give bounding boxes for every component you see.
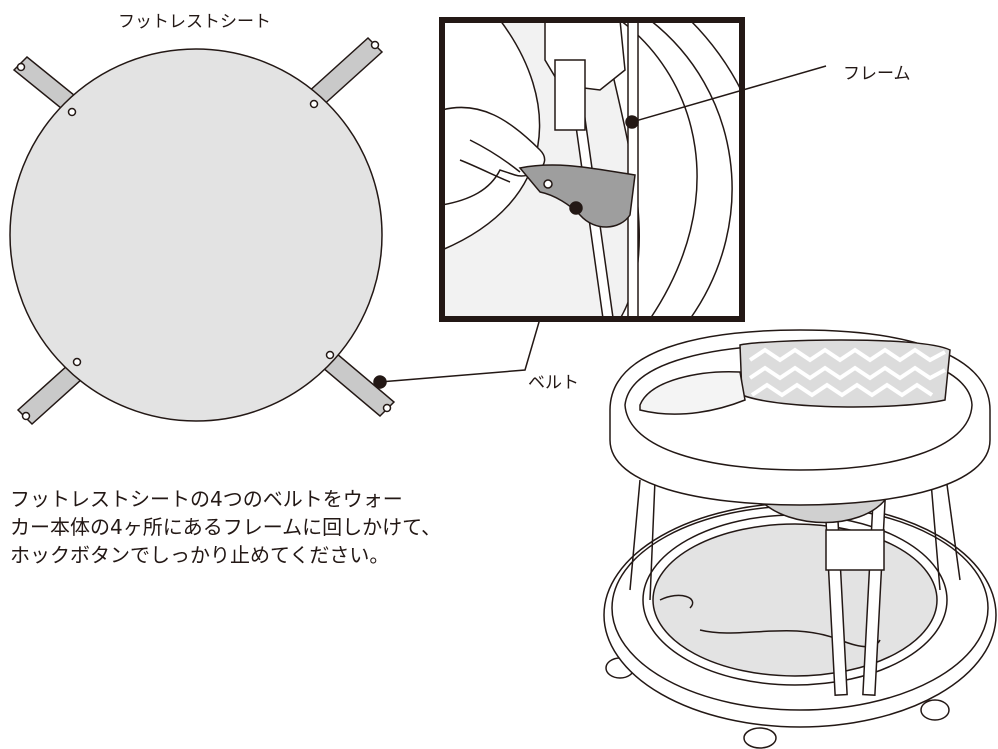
frame-rod <box>627 20 639 319</box>
detail-inset <box>439 17 745 322</box>
seat-snap-button <box>309 99 319 109</box>
baby-walker-illustration <box>603 329 997 749</box>
belt-marker <box>569 201 583 215</box>
instruction-line: カー本体の4ヶ所にあるフレームに回しかけて、 <box>10 515 442 539</box>
instruction-line: フットレストシートの4つのベルトをウォー <box>10 487 403 511</box>
frame-label: フレーム <box>843 64 911 84</box>
seat-snap-button <box>72 357 82 367</box>
footrest-seat-label: フットレストシート <box>118 12 271 32</box>
walker-footrest-seat <box>652 523 938 677</box>
instruction-text: フットレストシートの4つのベルトをウォー カー本体の4ヶ所にあるフレームに回しか… <box>10 485 441 569</box>
frame-leader <box>631 65 827 123</box>
footrest-seat-disc <box>9 48 383 422</box>
instruction-line: ホックボタンでしっかり止めてください。 <box>10 543 390 567</box>
seat-snap-button <box>325 350 335 360</box>
footrest-seat-diagram <box>9 36 396 426</box>
belt-label: ベルト <box>528 373 579 393</box>
seat-snap-button <box>67 107 77 117</box>
